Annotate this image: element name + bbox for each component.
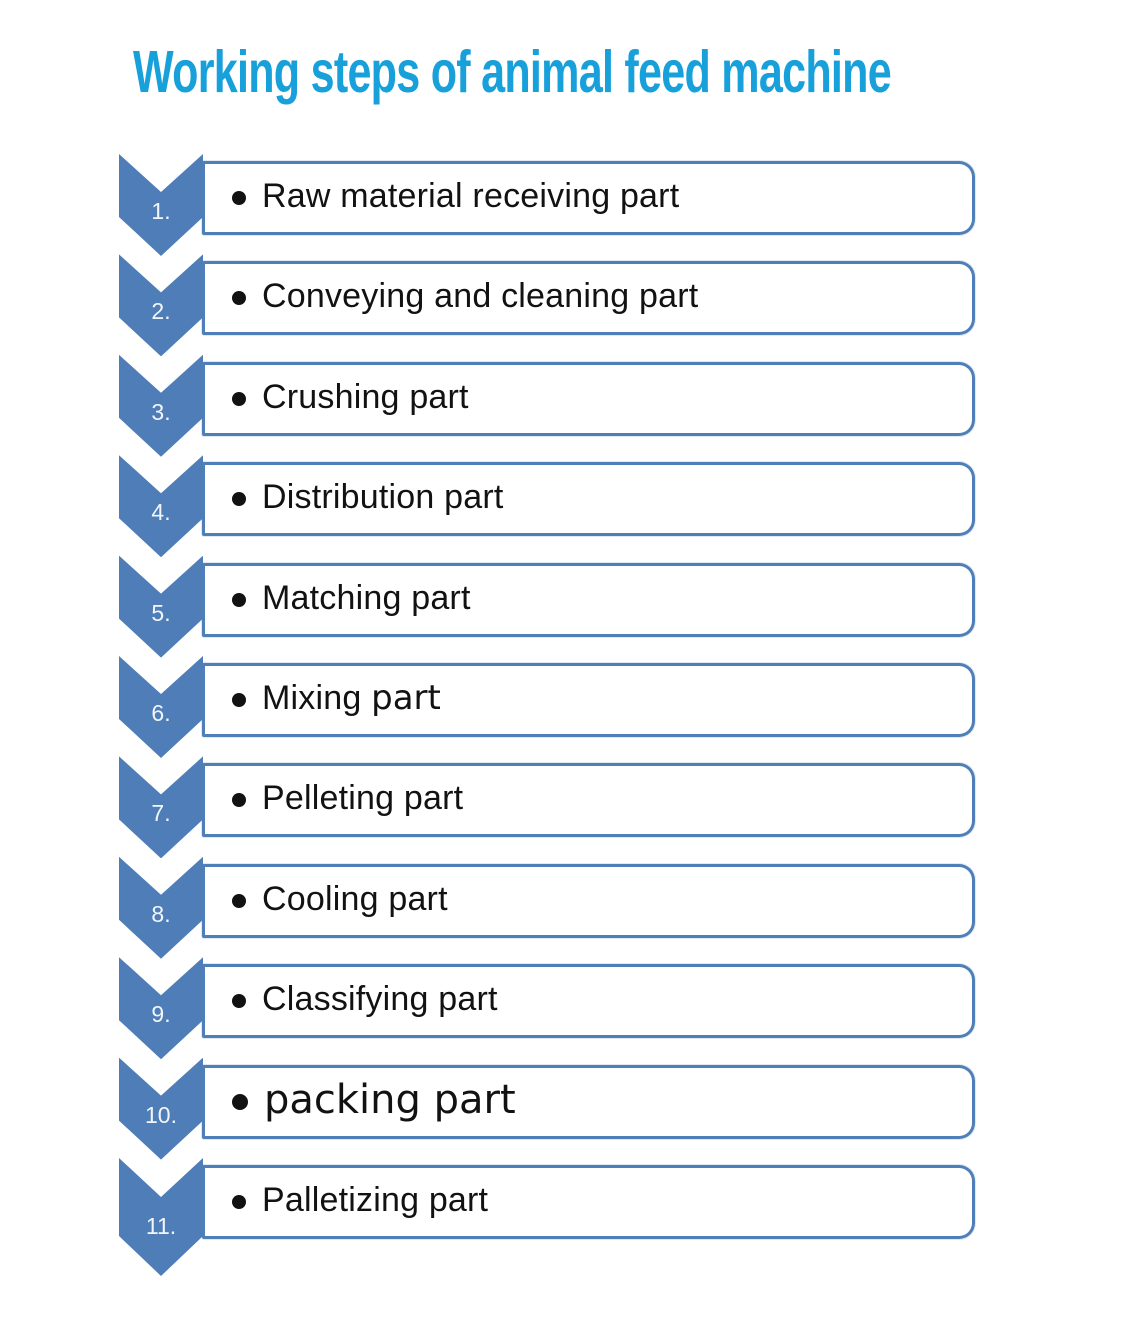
step-row: 7. Pelleting part xyxy=(119,756,975,859)
step-box: Crushing part xyxy=(202,361,975,436)
bullet-icon xyxy=(232,693,246,707)
step-text-segment: Crushing part xyxy=(262,377,469,416)
step-row: 3. Crushing part xyxy=(119,354,975,457)
step-number: 5. xyxy=(151,599,171,626)
step-text: Pelleting part xyxy=(262,781,463,819)
step-row: 11. Palletizing part xyxy=(119,1158,975,1276)
step-text-segment: packing part xyxy=(264,1076,516,1123)
step-box: Classifying part xyxy=(202,964,975,1039)
step-text: Raw material receiving part xyxy=(262,179,679,217)
bullet-icon xyxy=(232,391,246,406)
bullet-icon xyxy=(232,1195,246,1209)
step-box: Conveying and cleaning part xyxy=(202,261,975,336)
step-text: packing part xyxy=(264,1080,516,1124)
step-row: 1. Raw material receiving part xyxy=(119,154,975,256)
step-number: 11. xyxy=(145,1213,177,1239)
step-row: 2. Conveying and cleaning part xyxy=(119,254,975,357)
step-number: 8. xyxy=(151,900,171,927)
step-number: 7. xyxy=(151,800,171,827)
step-text-segment: Distribution part xyxy=(262,478,504,517)
step-number: 1. xyxy=(151,198,171,224)
step-number: 4. xyxy=(151,499,171,526)
step-box: Distribution part xyxy=(202,462,975,537)
step-text: Classifying part xyxy=(262,982,498,1020)
step-text: Mixing part xyxy=(262,681,441,719)
step-text: Matching part xyxy=(262,581,471,619)
step-text: Palletizing part xyxy=(262,1183,488,1221)
bullet-icon xyxy=(232,893,246,908)
bullet-icon xyxy=(232,191,246,205)
step-text: Conveying and cleaning part xyxy=(262,279,698,317)
step-text-segment: Cooling part xyxy=(262,879,448,918)
step-box: Mixing part xyxy=(202,663,975,737)
step-text-segment: Raw material receiving part xyxy=(262,177,680,215)
step-box: Matching part xyxy=(202,562,975,637)
step-text: Crushing part xyxy=(262,380,469,418)
step-box: Pelleting part xyxy=(202,763,975,838)
step-row: 6. Mixing part xyxy=(119,656,975,758)
step-number: 3. xyxy=(151,398,171,425)
step-text-segment: Pelleting part xyxy=(262,779,464,818)
page-title: Working steps of animal feed machine xyxy=(133,39,892,105)
bullet-icon xyxy=(232,793,246,808)
step-text-segment: Conveying and cleaning part xyxy=(262,277,699,316)
step-number: 10. xyxy=(145,1101,177,1128)
step-box: Raw material receiving part xyxy=(202,161,975,235)
step-text-segment: part xyxy=(371,678,441,718)
step-number: 9. xyxy=(151,1001,171,1028)
step-number: 6. xyxy=(151,700,171,726)
step-row: 4. Distribution part xyxy=(119,455,975,558)
step-box: Palletizing part xyxy=(202,1165,975,1239)
bullet-icon xyxy=(232,492,246,507)
step-box: Cooling part xyxy=(202,863,975,938)
step-text-segment: Palletizing part xyxy=(262,1181,489,1219)
step-row: 9. Classifying part xyxy=(119,957,975,1060)
step-row: 10. packing part xyxy=(119,1057,975,1160)
step-text-segment: Matching part xyxy=(262,578,471,617)
step-text: Distribution part xyxy=(262,480,504,518)
step-box: packing part xyxy=(202,1064,975,1139)
bullet-icon xyxy=(232,1093,248,1110)
step-text-segment: Mixing xyxy=(262,679,372,717)
step-text: Cooling part xyxy=(262,882,448,920)
step-text-segment: Classifying part xyxy=(262,980,498,1019)
step-row: 5. Matching part xyxy=(119,555,975,658)
bullet-icon xyxy=(232,291,246,306)
step-number: 2. xyxy=(151,298,171,325)
bullet-icon xyxy=(232,592,246,607)
bullet-icon xyxy=(232,994,246,1009)
step-row: 8. Cooling part xyxy=(119,856,975,959)
